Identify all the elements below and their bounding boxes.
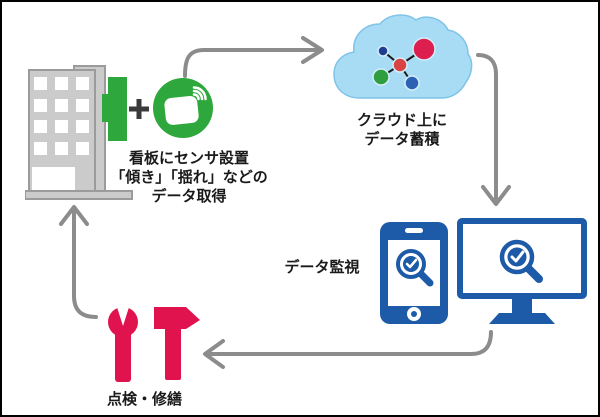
building-windows [32, 77, 89, 190]
step-cloud-line2: データ蓄積 [364, 131, 440, 148]
arrow-sensor-to-cloud [183, 36, 324, 78]
step-install-line3: データ取得 [151, 188, 227, 205]
magnifier-check-icon [396, 249, 434, 287]
step-repair-line1: 点検・修繕 [106, 391, 182, 408]
cloud-icon [333, 14, 473, 99]
arrow-monitor-to-repair [203, 330, 493, 369]
network-icon [372, 37, 436, 91]
step-cloud-line1: クラウド上に [356, 112, 447, 129]
step-install-line1: 看板にセンサ設置 [128, 150, 249, 167]
step-install-label: 看板にセンサ設置 「傾き」「揺れ」などの データ取得 [109, 149, 269, 206]
building-icon [25, 65, 133, 200]
tools-icon [108, 304, 200, 382]
plus-icon [129, 99, 149, 119]
sensor-icon [153, 78, 213, 138]
wrench-icon [108, 304, 138, 382]
step-repair-label: 点検・修繕 [87, 390, 202, 409]
step-monitoring-label: データ監視 [272, 258, 372, 277]
signboard-icon [102, 77, 127, 141]
wifi-arcs-icon [192, 86, 207, 101]
step-cloud-label: クラウド上に データ蓄積 [332, 111, 472, 149]
arrow-repair-to-building [59, 205, 98, 319]
arrow-cloud-to-monitor [476, 53, 511, 206]
magnifier-check-icon [499, 239, 543, 283]
hammer-icon [154, 307, 200, 380]
step-monitoring-line1: データ監視 [284, 259, 360, 276]
monitor-icon [457, 218, 587, 324]
step-install-line2: 「傾き」「揺れ」などの [110, 169, 268, 186]
building-door [32, 167, 75, 190]
smartphone-icon [380, 222, 448, 324]
